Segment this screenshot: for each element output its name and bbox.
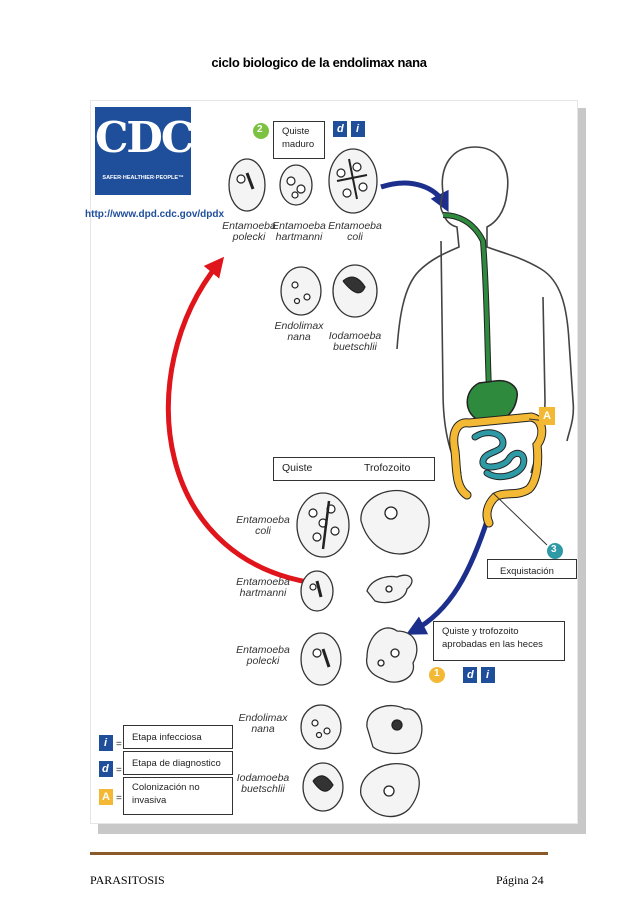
colonization-marker: A [543, 410, 551, 422]
trophozoite-nuclei [377, 506, 403, 797]
legend-infecciosa: Etapa infecciosa [123, 725, 233, 749]
legend-colonizacion: Colonización no invasiva [123, 777, 233, 815]
legend-eq-2: = [116, 765, 122, 776]
label-table-hartmanni: Entamoeba hartmanni [236, 576, 290, 599]
label-table-nana: Endolimax nana [238, 712, 288, 735]
diagnostic-marker-bottom: d [467, 669, 474, 681]
label-top-coli: Entamoeba coli [328, 220, 382, 243]
header-quiste: Quiste [282, 462, 313, 474]
cdc-url: http://www.dpd.cdc.gov/dpdx [85, 209, 225, 220]
blue-ingestion-arrow [380, 180, 449, 213]
diagnostic-marker-top: d [337, 123, 344, 135]
page-number: Página 24 [496, 873, 544, 887]
legend-diagnostico: Etapa de diagnostico [123, 751, 233, 775]
box-quiste-trofozoito-header: Quiste Trofozoito [273, 457, 435, 481]
box-exquistacion: Exquistación [487, 559, 577, 579]
cdc-logo-text: CDC [95, 113, 194, 162]
cycle-drawing [99, 121, 575, 818]
legend-eq-3: = [116, 793, 122, 804]
infective-marker-top: i [356, 123, 360, 135]
label-top-hartmanni: Entamoeba hartmanni [272, 220, 326, 243]
header-trofozoito: Trofozoito [364, 462, 411, 474]
box-aprobadas: Quiste y trofozoito aprobadas en las hec… [433, 621, 565, 661]
label-table-polecki: Entamoeba polecki [236, 644, 290, 667]
label-table-coli: Entamoeba coli [236, 514, 290, 537]
legend-infective-marker: i [104, 737, 108, 749]
step3-marker: 3 [551, 544, 557, 555]
infective-marker-bottom: i [486, 669, 490, 681]
label-table-buetschlii: Iodamoeba buetschlii [236, 772, 290, 795]
step1-marker: 1 [434, 668, 440, 679]
cdc-tagline: SAFER·HEALTHIER·PEOPLE™ [102, 175, 184, 181]
legend-colonization-marker: A [102, 791, 110, 803]
step2-marker: 2 [257, 124, 263, 135]
red-return-arrow [165, 256, 332, 588]
cyst-table-details [308, 500, 340, 792]
cyst-details-top [236, 158, 368, 305]
stage-markers [99, 121, 563, 805]
label-top-nana: Endolimax nana [274, 320, 324, 343]
box-quiste-maduro: Quiste maduro [273, 121, 325, 159]
esophagus-green [442, 213, 491, 392]
footer-left-text: PARASITOSIS [90, 873, 165, 887]
document-title: ciclo biologico de la endolimax nana [211, 55, 427, 70]
legend-diagnostic-marker: d [102, 763, 109, 775]
blue-excretion-arrow [405, 514, 492, 635]
label-top-polecki: Entamoeba polecki [222, 220, 276, 243]
label-top-buetschlii: Iodamoeba buetschlii [328, 330, 382, 353]
legend-eq-1: = [116, 739, 122, 750]
cdc-logo [95, 107, 191, 195]
life-cycle-figure: CDC SAFER·HEALTHIER·PEOPLE™ http://www.d… [85, 100, 578, 824]
footer-rule [90, 852, 548, 855]
